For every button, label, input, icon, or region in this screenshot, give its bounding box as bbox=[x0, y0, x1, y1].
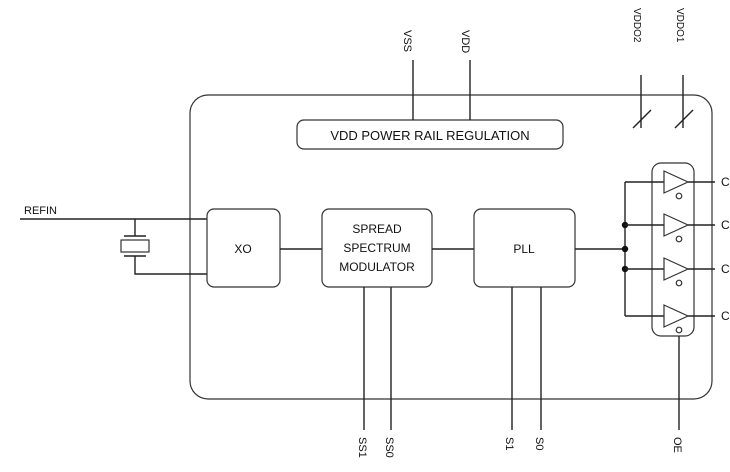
ssm-label-line3: MODULATOR bbox=[339, 260, 415, 274]
output-label: C bbox=[721, 262, 730, 276]
buffer-enable-bubble bbox=[675, 235, 683, 243]
pll-block bbox=[473, 208, 576, 288]
xo-label: XO bbox=[234, 242, 251, 256]
vss-pin-label: VSS bbox=[401, 30, 413, 52]
vdd-pin-label: VDD bbox=[459, 30, 471, 53]
output-label: C bbox=[721, 309, 730, 323]
s1-pin-label: S1 bbox=[503, 437, 515, 450]
vddo2-pin-label: VDDO2 bbox=[631, 8, 642, 43]
buffer-triangle-icon bbox=[663, 304, 690, 328]
buffer-triangle-icon bbox=[663, 257, 690, 281]
power-rail-label: VDD POWER RAIL REGULATION bbox=[330, 128, 529, 143]
crystal-bottom-lead bbox=[134, 256, 207, 275]
power-rail-block bbox=[296, 119, 564, 150]
xo-block bbox=[206, 208, 281, 288]
output-label: C bbox=[721, 218, 730, 232]
ss1-pin-label: SS1 bbox=[356, 437, 368, 458]
vddo1-pin-label: VDDO1 bbox=[674, 8, 685, 43]
pll-label: PLL bbox=[513, 242, 535, 256]
refin-pin-label: REFIN bbox=[24, 205, 57, 217]
oe-pin-label: OE bbox=[671, 437, 683, 453]
output-buffer-group bbox=[651, 162, 695, 337]
crystal-icon bbox=[120, 239, 150, 253]
chip-outline bbox=[189, 94, 713, 400]
vddo2-slash bbox=[632, 109, 652, 129]
s0-pin-label: S0 bbox=[533, 437, 545, 450]
ss0-pin-label: SS0 bbox=[383, 437, 395, 458]
ssm-label-line2: SPECTRUM bbox=[343, 241, 410, 255]
buffer-triangle-icon bbox=[663, 213, 690, 237]
junction-dot bbox=[621, 245, 629, 253]
spread-spectrum-modulator-block bbox=[321, 208, 433, 288]
vddo1-slash bbox=[674, 109, 694, 129]
ssm-label-line1: SPREAD bbox=[352, 222, 402, 236]
buffer-enable-bubble bbox=[675, 326, 683, 334]
buffer-triangle-icon bbox=[663, 170, 690, 194]
output-label: C bbox=[721, 175, 730, 189]
buffer-enable-bubble bbox=[675, 279, 683, 287]
buffer-enable-bubble bbox=[675, 192, 683, 200]
